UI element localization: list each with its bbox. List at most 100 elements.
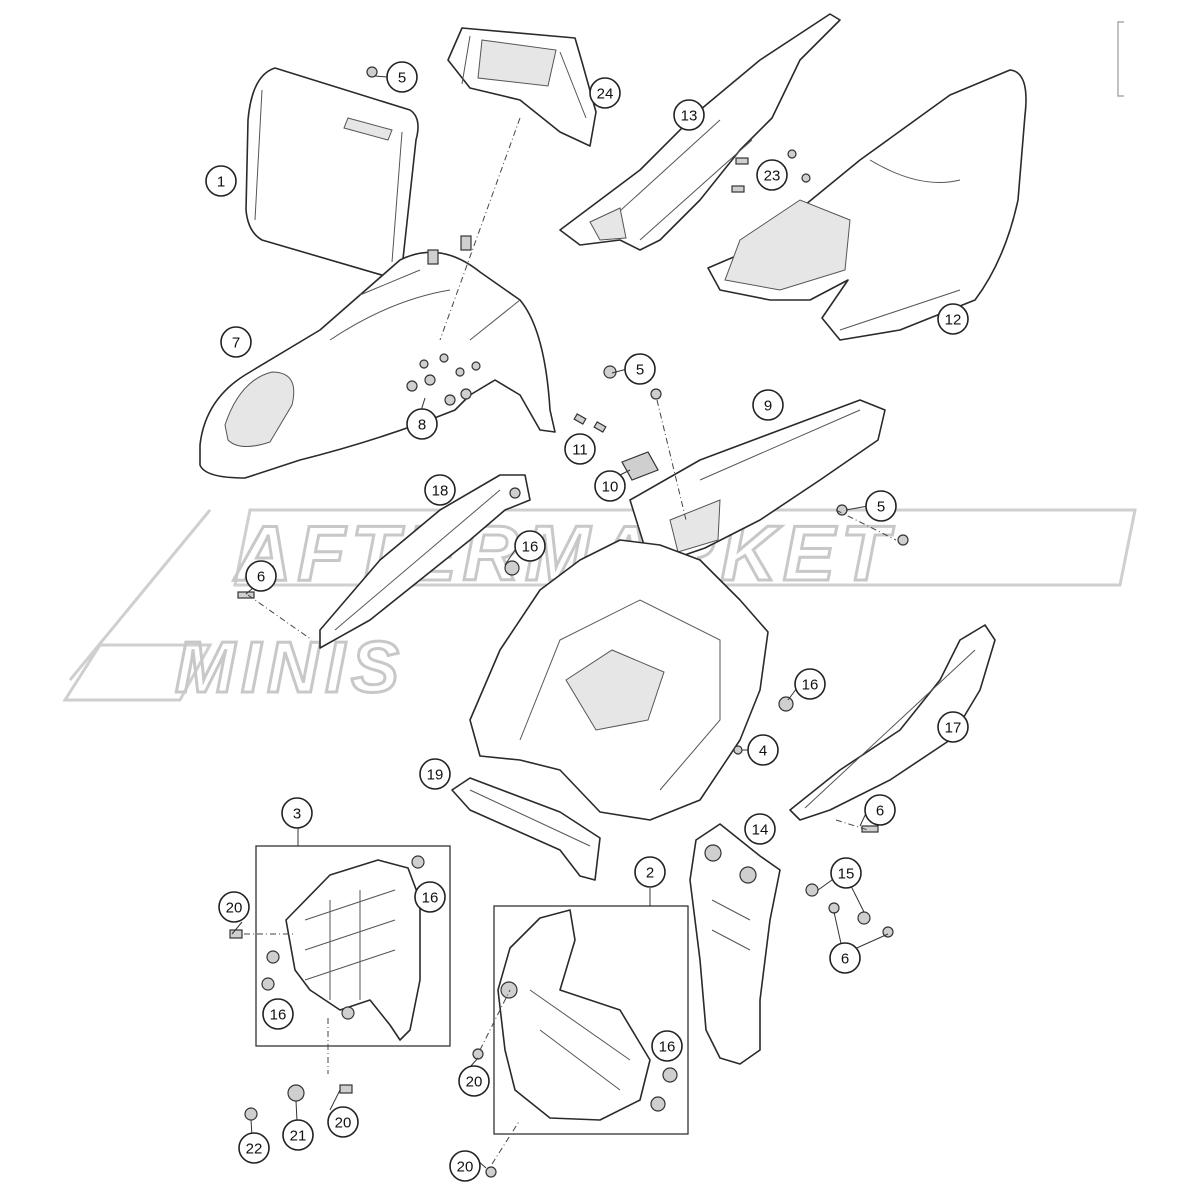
part-screws-8 bbox=[406, 353, 481, 406]
callout-label: 9 bbox=[764, 398, 772, 415]
callout-circle bbox=[218, 891, 250, 923]
callout-label: 20 bbox=[466, 1074, 483, 1091]
callout-label: 5 bbox=[636, 362, 644, 379]
watermark-line2: MINIS bbox=[175, 628, 405, 708]
callout-label: 16 bbox=[522, 539, 539, 556]
callout-label: 5 bbox=[877, 499, 885, 516]
callout-c6b: 6 bbox=[864, 794, 896, 826]
callout-label: 14 bbox=[752, 822, 769, 839]
callout-circle bbox=[458, 1065, 490, 1097]
callout-circle bbox=[829, 942, 861, 974]
callout-circle bbox=[794, 668, 826, 700]
callout-circle bbox=[756, 159, 788, 191]
callout-label: 24 bbox=[597, 86, 614, 103]
part-rear-fender bbox=[629, 399, 886, 561]
callout-label: 8 bbox=[418, 417, 426, 434]
part-headlight-mask bbox=[447, 27, 597, 147]
part-screws-11 bbox=[573, 413, 607, 433]
callout-c22: 22 bbox=[238, 1132, 270, 1164]
callout-label: 22 bbox=[246, 1141, 263, 1158]
part-rear-mud-flap bbox=[469, 539, 794, 821]
callout-c11: 11 bbox=[564, 433, 596, 465]
part-chain-guard-19 bbox=[451, 777, 601, 881]
callout-label: 20 bbox=[226, 900, 243, 917]
callout-c16e: 16 bbox=[651, 1030, 683, 1062]
part-clips-5 bbox=[366, 66, 909, 546]
part-hardware-20-21-22 bbox=[229, 929, 497, 1178]
part-mudflap-14 bbox=[689, 823, 781, 1065]
callout-c20b: 20 bbox=[458, 1065, 490, 1097]
callout-label: 13 bbox=[681, 108, 698, 125]
callout-label: 16 bbox=[422, 890, 439, 907]
callout-c3: 3 bbox=[281, 797, 313, 829]
callout-label: 17 bbox=[945, 720, 962, 737]
callout-circle bbox=[449, 1150, 481, 1182]
callout-circle bbox=[744, 813, 776, 845]
callout-label: 23 bbox=[764, 168, 781, 185]
callout-circle bbox=[238, 1132, 270, 1164]
part-bracket-10 bbox=[621, 451, 659, 481]
callout-circle bbox=[205, 165, 237, 197]
callout-circle bbox=[864, 794, 896, 826]
part-side-cover-13 bbox=[559, 13, 841, 251]
callout-label: 5 bbox=[398, 70, 406, 87]
callout-c16c: 16 bbox=[414, 881, 446, 913]
callout-c16b: 16 bbox=[794, 668, 826, 700]
callout-c10: 10 bbox=[594, 470, 626, 502]
callout-circle bbox=[937, 711, 969, 743]
callout-c6c: 6 bbox=[829, 942, 861, 974]
callout-label: 20 bbox=[335, 1115, 352, 1132]
callout-circle bbox=[419, 758, 451, 790]
callout-c1: 1 bbox=[205, 165, 237, 197]
callout-c18: 18 bbox=[424, 474, 456, 506]
callout-circle bbox=[830, 857, 862, 889]
part-screw-6 bbox=[237, 591, 894, 938]
callout-circle bbox=[220, 326, 252, 358]
callout-circle bbox=[747, 734, 779, 766]
callout-label: 2 bbox=[646, 865, 654, 882]
callout-c14: 14 bbox=[744, 813, 776, 845]
callout-label: 10 bbox=[602, 479, 619, 496]
watermark: AFTERMARKET MINIS bbox=[62, 508, 1137, 710]
callout-label: 16 bbox=[270, 1007, 287, 1024]
assembly-lines bbox=[244, 117, 897, 1165]
callout-label: 21 bbox=[290, 1128, 307, 1145]
callout-label: 19 bbox=[427, 767, 444, 784]
callout-circle bbox=[245, 560, 277, 592]
callout-circle bbox=[281, 797, 313, 829]
callout-c24: 24 bbox=[589, 77, 621, 109]
callout-c17: 17 bbox=[937, 711, 969, 743]
callout-layer: 1234555666789101112131415161616161617181… bbox=[205, 61, 969, 1182]
callout-c19: 19 bbox=[419, 758, 451, 790]
callout-c8: 8 bbox=[406, 408, 438, 440]
callout-circle bbox=[937, 303, 969, 335]
part-frame-guard-17 bbox=[789, 624, 996, 821]
callout-c13: 13 bbox=[673, 99, 705, 131]
callout-c5b: 5 bbox=[624, 353, 656, 385]
callout-label: 16 bbox=[659, 1039, 676, 1056]
callout-circle bbox=[386, 61, 418, 93]
part-front-fender bbox=[199, 235, 556, 479]
callout-c20c: 20 bbox=[327, 1106, 359, 1138]
part-frame-guard-18 bbox=[319, 474, 531, 649]
callout-c12: 12 bbox=[937, 303, 969, 335]
callout-label: 15 bbox=[838, 866, 855, 883]
corner-mark bbox=[1117, 21, 1124, 97]
callout-circle bbox=[752, 389, 784, 421]
callout-c7: 7 bbox=[220, 326, 252, 358]
callout-c2: 2 bbox=[634, 856, 666, 888]
callout-label: 20 bbox=[457, 1159, 474, 1176]
callout-label: 11 bbox=[572, 442, 588, 459]
callout-c5c: 5 bbox=[865, 490, 897, 522]
callout-c23: 23 bbox=[756, 159, 788, 191]
callout-label: 1 bbox=[217, 174, 225, 191]
callout-label: 16 bbox=[802, 677, 819, 694]
callout-label: 12 bbox=[945, 312, 962, 329]
part-number-plate bbox=[245, 67, 419, 278]
callout-label: 4 bbox=[759, 743, 767, 760]
callout-circle bbox=[594, 470, 626, 502]
callout-circle bbox=[282, 1119, 314, 1151]
callout-circle bbox=[262, 998, 294, 1030]
